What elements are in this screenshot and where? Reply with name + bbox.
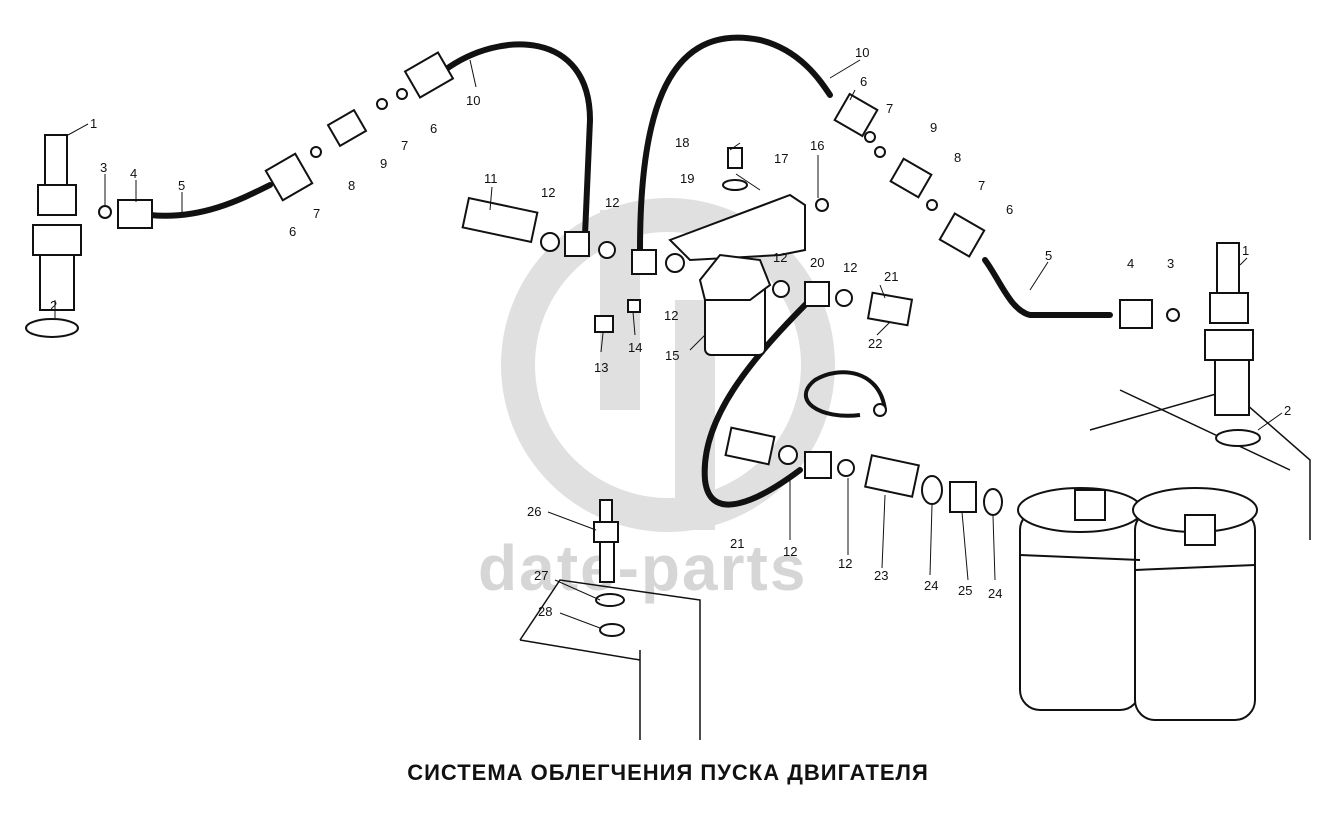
label-7-d: 7 — [978, 178, 985, 193]
injector-left — [25, 134, 82, 338]
engine-outline-right — [1089, 389, 1311, 540]
label-2-left: 2 — [50, 298, 57, 313]
label-15: 15 — [665, 348, 679, 363]
label-6-d: 6 — [1006, 202, 1013, 217]
label-9-a: 9 — [380, 156, 387, 171]
hose-10-left — [442, 41, 594, 238]
label-17: 17 — [774, 151, 788, 166]
pipe-5-right — [982, 257, 1113, 318]
pipe-5-left — [147, 182, 273, 219]
label-7-b: 7 — [401, 138, 408, 153]
label-9-b: 9 — [930, 120, 937, 135]
label-18: 18 — [675, 135, 689, 150]
label-12-f: 12 — [783, 544, 797, 559]
label-8-b: 8 — [954, 150, 961, 165]
label-6-b: 6 — [430, 121, 437, 136]
label-23: 23 — [874, 568, 888, 583]
label-21-a: 21 — [884, 269, 898, 284]
label-25: 25 — [958, 583, 972, 598]
label-10-a: 10 — [466, 93, 480, 108]
label-24-b: 24 — [988, 586, 1002, 601]
label-7-a: 7 — [313, 206, 320, 221]
label-2: 2 — [1284, 403, 1291, 418]
diagram-caption: СИСТЕМА ОБЛЕГЧЕНИЯ ПУСКА ДВИГАТЕЛЯ — [407, 760, 929, 785]
label-12-b: 12 — [605, 195, 619, 210]
fittings-left — [98, 51, 455, 229]
label-10-b: 10 — [855, 45, 869, 60]
watermark: date-parts — [478, 198, 835, 604]
watermark-text: date-parts — [478, 532, 807, 604]
label-20: 20 — [810, 255, 824, 270]
label-19: 19 — [680, 171, 694, 186]
part-labels: 1 1 2 2 3 3 4 4 5 5 6 6 6 6 7 7 7 7 8 8 … — [50, 45, 1291, 619]
clamp — [803, 370, 887, 418]
label-4-right: 4 — [1127, 256, 1134, 271]
label-12-a: 12 — [541, 185, 555, 200]
label-1-left: 1 — [90, 116, 97, 131]
dp-logo-icon — [501, 198, 835, 532]
label-21-b: 21 — [730, 536, 744, 551]
fittings-right — [833, 92, 1180, 329]
label-3-left: 3 — [100, 160, 107, 175]
label-3-right: 3 — [1167, 256, 1174, 271]
hose-10-right — [637, 34, 833, 253]
label-14: 14 — [628, 340, 642, 355]
fuel-filter-housing — [1017, 487, 1258, 721]
label-28: 28 — [538, 604, 552, 619]
label-13: 13 — [594, 360, 608, 375]
label-24-a: 24 — [924, 578, 938, 593]
label-4-left: 4 — [130, 166, 137, 181]
label-12-e: 12 — [843, 260, 857, 275]
label-27: 27 — [534, 568, 548, 583]
label-6-c: 6 — [860, 74, 867, 89]
label-12-g: 12 — [838, 556, 852, 571]
leader-lines — [54, 59, 1283, 629]
lower-fittings — [724, 426, 1003, 516]
center-fittings — [461, 196, 685, 275]
label-1-right: 1 — [1242, 243, 1249, 258]
label-11: 11 — [484, 171, 498, 186]
engine-outline-left — [519, 579, 701, 740]
label-16: 16 — [810, 138, 824, 153]
label-6-a: 6 — [289, 224, 296, 239]
label-26: 26 — [527, 504, 541, 519]
glow-plug — [593, 499, 625, 637]
label-5-right: 5 — [1045, 248, 1052, 263]
label-12-d: 12 — [773, 250, 787, 265]
filter-assembly — [594, 147, 914, 356]
label-5-left: 5 — [178, 178, 185, 193]
label-12-c: 12 — [664, 308, 678, 323]
label-8-a: 8 — [348, 178, 355, 193]
label-22: 22 — [868, 336, 882, 351]
label-7-c: 7 — [886, 101, 893, 116]
injector-right — [1204, 242, 1261, 447]
